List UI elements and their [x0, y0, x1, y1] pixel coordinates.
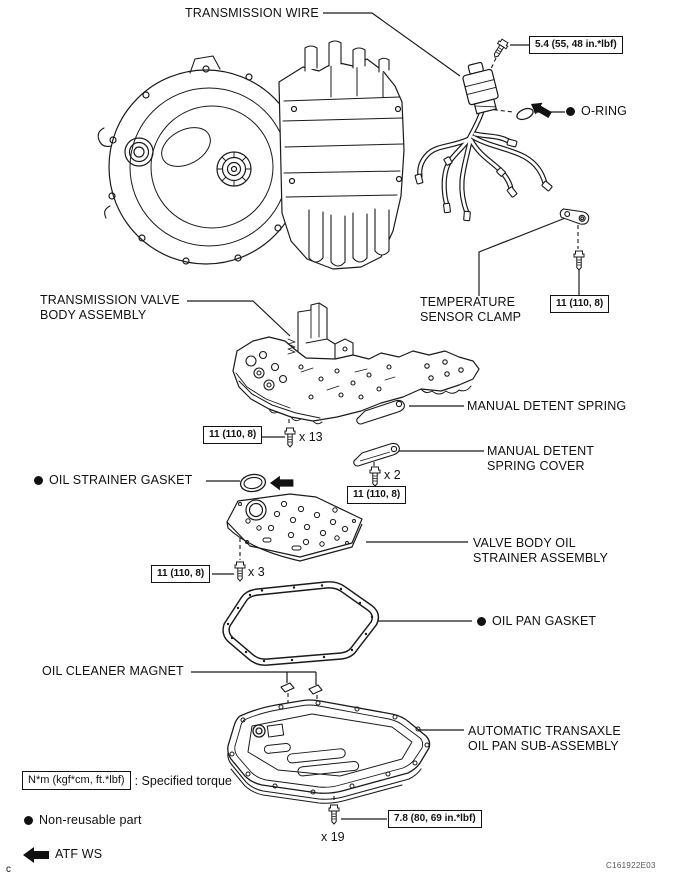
legend-atf-ws: ATF WS — [55, 847, 103, 861]
non-reusable-dot-icon — [477, 617, 486, 626]
label-oil-pan-gasket-text: OIL PAN GASKET — [492, 614, 597, 628]
leader-lines — [187, 12, 580, 820]
atf-ws-arrow-icon — [23, 847, 49, 863]
count-oil-pan-bolts: x 19 — [321, 830, 345, 844]
manual-detent-spring-cover-drawing — [353, 442, 400, 467]
torque-box-clamp-bolt: 11 (110, 8) — [550, 295, 610, 313]
label-oil-cleaner-magnet: OIL CLEANER MAGNET — [42, 664, 184, 678]
clamp-bolt-icon — [573, 250, 585, 271]
count-detent-cover-bolts: x 2 — [384, 468, 401, 482]
legend-non-reusable: Non-reusable part — [24, 813, 142, 828]
temperature-sensor-clamp-drawing — [559, 208, 590, 225]
label-manual-detent-spring: MANUAL DETENT SPRING — [467, 399, 627, 413]
strainer-gasket-flow-arrow-icon — [270, 475, 294, 491]
wire-connector — [462, 61, 499, 115]
label-automatic-transaxle-oil-pan: AUTOMATIC TRANSAXLE OIL PAN SUB-ASSEMBLY — [468, 724, 621, 753]
transaxle-drawing — [97, 40, 405, 270]
oil-pan-gasket-drawing — [222, 581, 380, 666]
torque-box-wire-bolt: 5.4 (55, 48 in.*lbf) — [529, 36, 623, 54]
torque-box-valve-body-bolt: 11 (110, 8) — [203, 426, 263, 444]
legend-torque-box: N*m (kgf*cm, ft.*lbf) — [22, 771, 131, 790]
detent-cover-bolt-icon — [369, 466, 381, 487]
label-o-ring-text: O-RING — [581, 104, 628, 118]
oil-pan-bolt-icon — [328, 804, 340, 825]
label-transmission-wire: TRANSMISSION WIRE — [185, 6, 319, 20]
torque-box-detent-cover-bolt: 11 (110, 8) — [347, 486, 407, 504]
label-transmission-valve-body: TRANSMISSION VALVE BODY ASSEMBLY — [40, 293, 180, 322]
label-valve-body-oil-strainer: VALVE BODY OIL STRAINER ASSEMBLY — [473, 536, 608, 565]
corner-mark: c — [6, 864, 11, 875]
transmission-wire-drawing — [414, 37, 590, 271]
oil-strainer-gasket-drawing — [239, 473, 267, 493]
oil-cleaner-magnets-drawing — [280, 682, 323, 695]
torque-box-oil-pan-bolt: 7.8 (80, 69 in.*lbf) — [388, 810, 482, 828]
wire-bolt-icon — [490, 37, 510, 61]
legend-specified-torque: N*m (kgf*cm, ft.*lbf) : Specified torque — [22, 771, 232, 790]
oil-strainer-drawing — [226, 493, 363, 562]
label-oil-strainer-gasket: OIL STRAINER GASKET — [34, 473, 192, 488]
oil-pan-drawing — [227, 699, 431, 804]
strainer-bolt-icon — [234, 561, 246, 582]
non-reusable-dot-icon — [34, 476, 43, 485]
o-ring-drawing — [516, 107, 534, 121]
count-valve-body-bolts: x 13 — [299, 430, 323, 444]
label-manual-detent-spring-cover: MANUAL DETENT SPRING COVER — [487, 444, 595, 473]
label-oil-pan-gasket: OIL PAN GASKET — [477, 614, 596, 629]
valve-body-bolt-icon — [284, 427, 296, 448]
label-temperature-sensor-clamp: TEMPERATURE SENSOR CLAMP — [420, 295, 522, 324]
label-oil-strainer-gasket-text: OIL STRAINER GASKET — [49, 473, 193, 487]
manual-detent-spring-drawing — [356, 399, 405, 425]
figure-code: C161922E03 — [606, 861, 656, 870]
legend-non-reusable-text: Non-reusable part — [39, 813, 142, 827]
torque-box-strainer-bolt: 11 (110, 8) — [151, 565, 211, 583]
count-strainer-bolts: x 3 — [248, 565, 265, 579]
valve-body-drawing — [232, 302, 480, 425]
non-reusable-dot-icon — [566, 107, 575, 116]
label-o-ring: O-RING — [566, 104, 627, 119]
legend-torque-note: : Specified torque — [134, 773, 232, 788]
non-reusable-dot-icon — [24, 816, 33, 825]
